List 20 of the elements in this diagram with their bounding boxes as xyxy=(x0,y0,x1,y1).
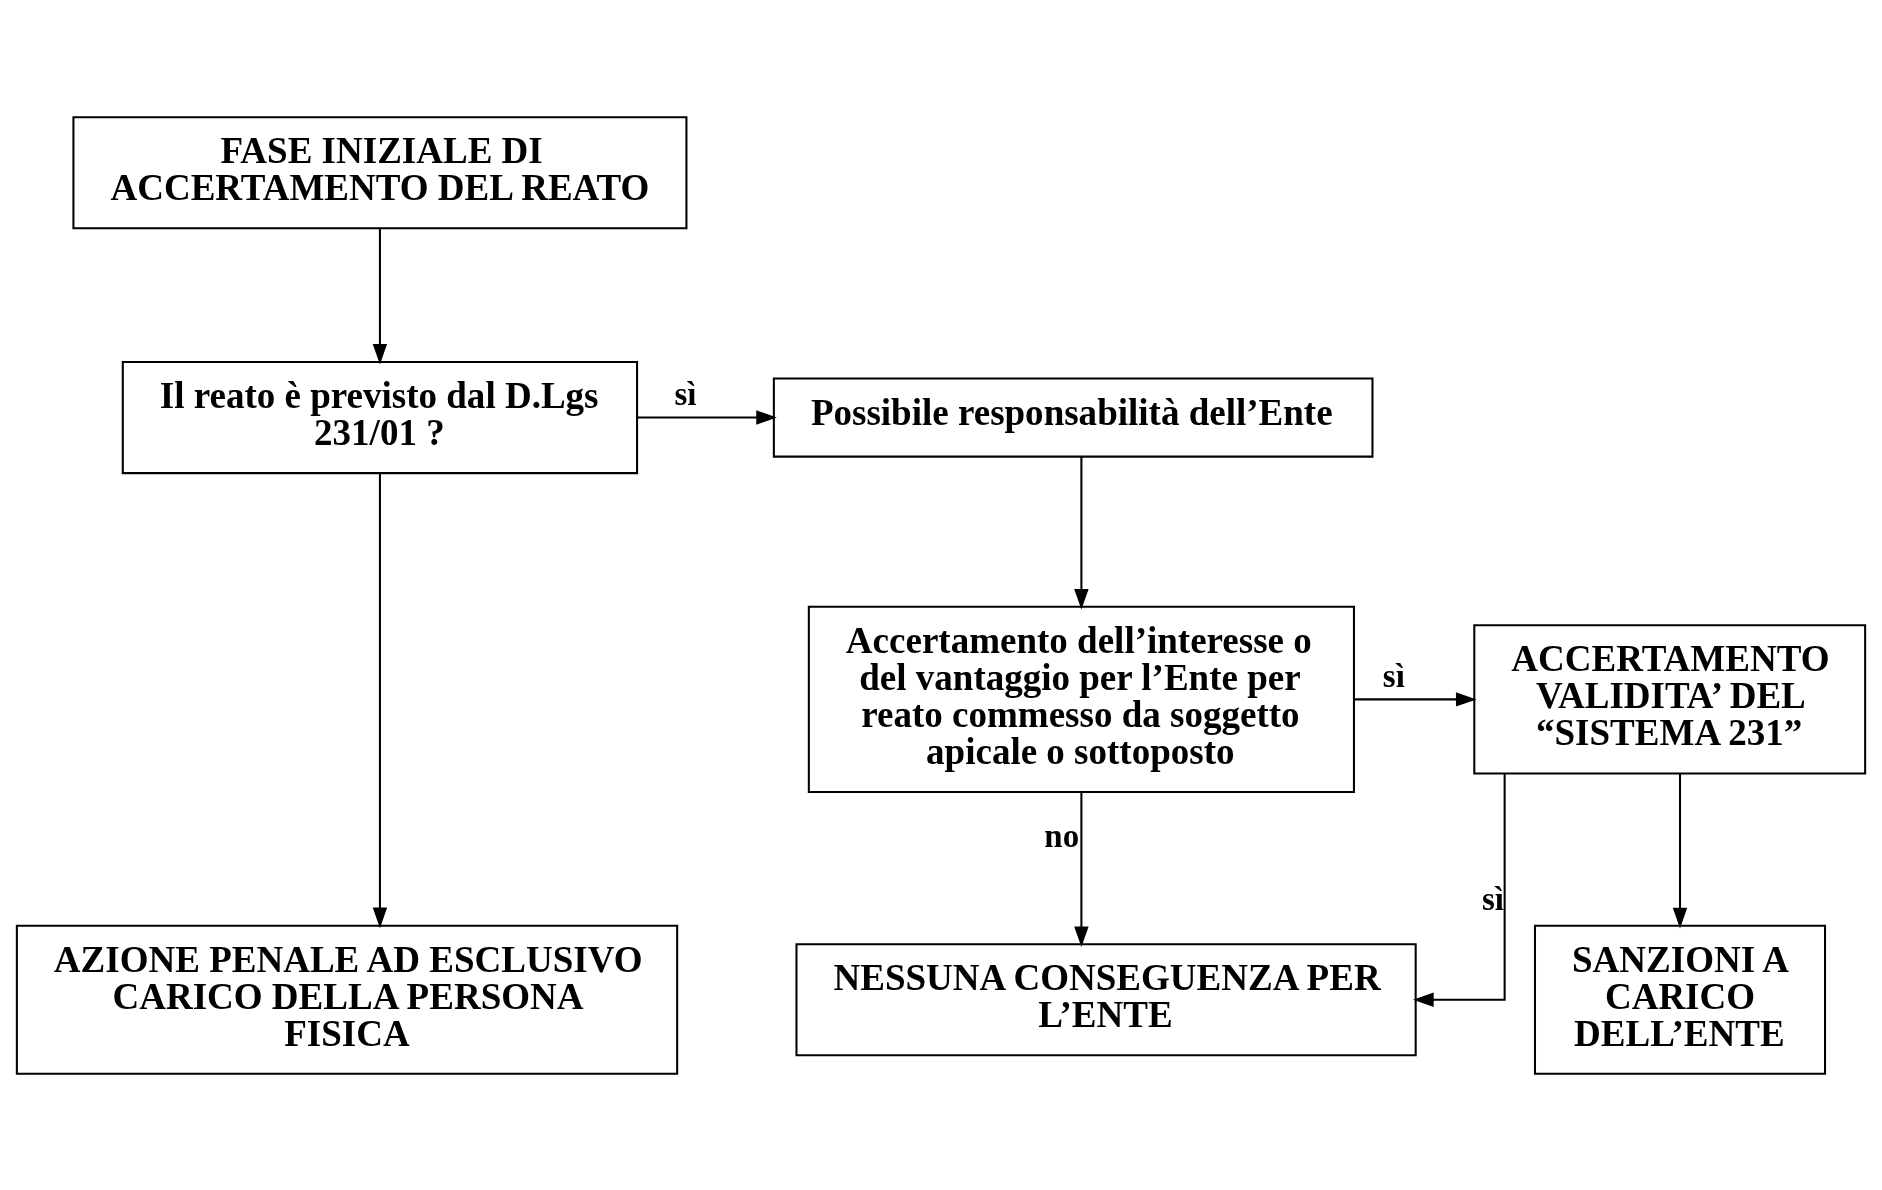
arrow xyxy=(372,227,388,364)
node-box: Possibile responsabilità dell’Ente xyxy=(772,376,1374,458)
node-box: Il reato è previsto dal D.Lgs 231/01 ? xyxy=(121,360,639,474)
arrow xyxy=(1413,773,1506,1007)
edge-label: sì xyxy=(1382,657,1405,694)
node-box: AZIONE PENALE AD ESCLUSIVO CARICO DELLA PERSONA FISICA xyxy=(15,924,679,1075)
arrow xyxy=(1074,456,1089,610)
arrow xyxy=(1074,792,1089,947)
arrow xyxy=(1672,773,1688,928)
node-box: ACCERTAMENTO VALIDITA’ DEL “SISTEMA 231” xyxy=(1473,623,1867,774)
edge-label: no xyxy=(1044,817,1080,854)
arrow xyxy=(637,409,777,425)
edge-label: sì xyxy=(1482,880,1504,917)
node-box: NESSUNA CONSEGUENZA PER L’ENTE xyxy=(795,942,1417,1056)
arrow xyxy=(1354,691,1477,707)
arrow xyxy=(372,472,388,928)
node-box: FASE INIZIALE DI ACCERTAMENTO DEL REATO xyxy=(72,115,688,229)
node-box: Accertamento dell’interesse o del vantaggio per l’Ente per reato commesso da soggetto apicale o sottoposto xyxy=(807,605,1355,793)
node-box: SANZIONI A CARICO DELL’ENTE xyxy=(1533,924,1827,1075)
edge-label: sì xyxy=(674,375,697,412)
